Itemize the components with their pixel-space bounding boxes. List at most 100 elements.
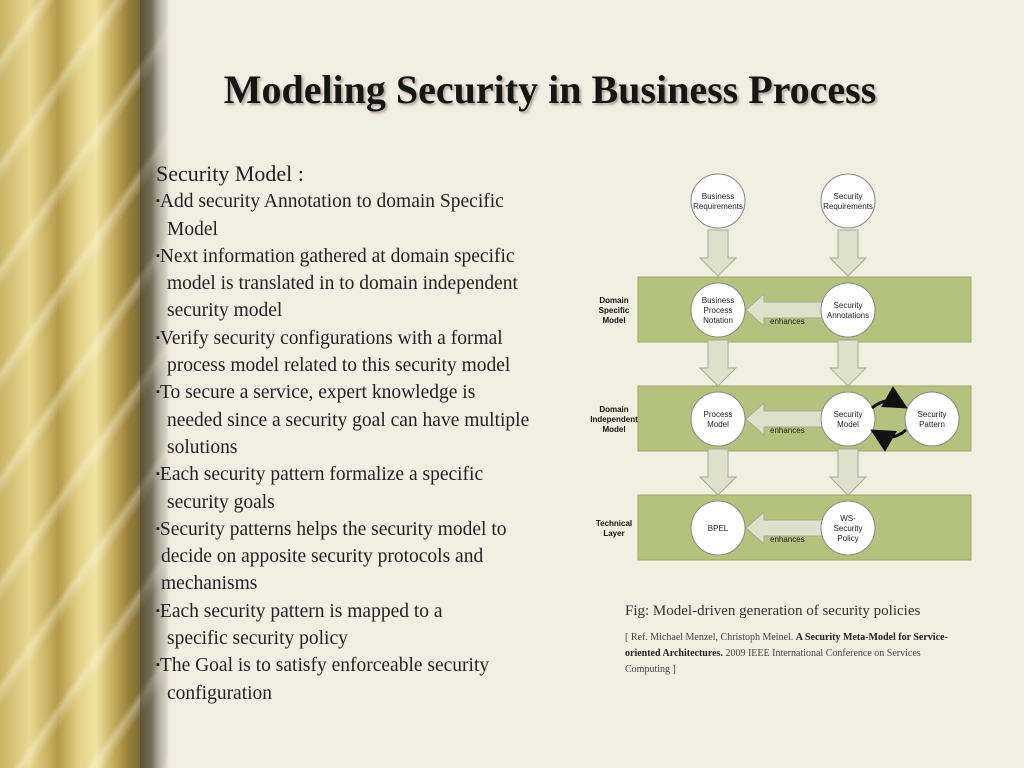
node-layer0-right-label: Security	[834, 301, 863, 310]
node-security-requirements-label: Security	[834, 192, 863, 201]
figure-caption: Fig: Model-driven generation of security…	[625, 603, 921, 619]
bullet-item: ▪The Goal is to satisfy enforceable secu…	[156, 652, 596, 707]
down-arrows	[698, 229, 868, 496]
node-layer1-right-label: Model	[837, 420, 859, 429]
layer-label: Domain	[599, 405, 628, 414]
down-arrow-business-2	[698, 339, 738, 387]
bullet-item: ▪Security patterns helps the security mo…	[156, 516, 596, 598]
bullet-line: Each security pattern formalize a specif…	[159, 464, 484, 486]
node-security-annotations	[820, 282, 876, 338]
bullet-line: configuration	[167, 682, 273, 704]
bullet-line: Verify security configurations with a fo…	[159, 327, 503, 349]
node-layer1-extra-label: Pattern	[919, 420, 945, 429]
bullet-marker-icon: ▪	[156, 468, 160, 481]
down-arrow-security-1	[828, 229, 868, 277]
node-layer2-right-label: Policy	[837, 534, 858, 543]
bullet-line: Each security pattern is mapped to a	[159, 600, 443, 622]
bullet-item: ▪Verify security configurations with a f…	[156, 325, 596, 380]
section-heading: Security Model :	[156, 161, 304, 186]
bullet-line: security goals	[167, 491, 275, 513]
enhances-label-3: enhances	[770, 535, 805, 544]
bullet-line: process model related to this security m…	[167, 355, 511, 377]
bullet-marker-icon: ▪	[156, 249, 160, 262]
curved-arrows	[870, 386, 908, 452]
reference-title: A Security Meta-Model for Service-orient…	[625, 632, 948, 659]
bullet-marker-icon: ▪	[156, 659, 160, 672]
bullet-item: ▪Add security Annotation to domain Speci…	[156, 188, 596, 243]
bullet-line: solutions	[167, 436, 238, 458]
bullet-item: ▪To secure a service, expert knowledge i…	[156, 379, 596, 461]
bullet-line: Security patterns helps the security mod…	[159, 518, 507, 540]
down-arrow-business-3	[698, 448, 738, 496]
reference-suffix: 2009 IEEE International Conference on Se…	[625, 648, 921, 675]
bullet-line: needed since a security goal can have mu…	[167, 409, 530, 431]
node-labels: BusinessRequirementsSecurityRequirements…	[693, 192, 946, 543]
bullet-item: ▪Each security pattern is mapped to a spe…	[156, 598, 596, 653]
bullet-marker-icon: ▪	[156, 604, 160, 617]
node-layer0-left-label: Notation	[703, 316, 733, 325]
node-layer0-left-label: Process	[704, 306, 733, 315]
layer-label: Technical	[596, 519, 632, 528]
down-arrow-business-1	[698, 229, 738, 277]
node-business-requirements	[690, 173, 746, 229]
node-layer1-right-label: Security	[834, 410, 863, 419]
model-driven-diagram: enhances enhances enhances BusinessRequi…	[590, 173, 972, 561]
node-security-pattern	[904, 391, 960, 447]
bullet-marker-icon: ▪	[156, 386, 160, 399]
enhances-arrow-2	[745, 401, 823, 437]
bullet-line: To secure a service, expert knowledge is	[159, 382, 476, 404]
bullet-line: Model	[167, 218, 218, 240]
layer-labels: DomainSpecificModelDomainIndependentMode…	[590, 296, 638, 538]
curved-arrow-to-model	[870, 428, 907, 452]
layer-label: Model	[602, 316, 625, 325]
node-layer0-left-label: Business	[702, 296, 734, 305]
bullet-line: mechanisms	[161, 573, 258, 595]
node-process-model	[690, 391, 746, 447]
slide-title: Modeling Security in Business Process	[223, 67, 877, 112]
bullet-line: Add security Annotation to domain Specif…	[159, 191, 504, 213]
curved-arrow-to-pattern	[871, 386, 908, 410]
node-layer1-extra-label: Security	[918, 410, 947, 419]
node-business-requirements-label: Business	[702, 192, 734, 201]
node-business-requirements-label: Requirements	[693, 202, 743, 211]
node-security-requirements	[820, 173, 876, 229]
bullet-line: specific security policy	[167, 628, 348, 650]
enhances-arrow-3	[745, 510, 823, 546]
layer-label: Domain	[599, 296, 628, 305]
node-layer0-right-label: Annotations	[827, 311, 869, 320]
node-security-requirements-label: Requirements	[823, 202, 873, 211]
bullet-line: security model	[167, 300, 283, 322]
node-layer2-left-label: BPEL	[708, 524, 729, 533]
bullet-marker-icon: ▪	[156, 195, 160, 208]
node-layer2-right-label: Security	[834, 524, 863, 533]
node-security-model	[820, 391, 876, 447]
decorative-band-shadow	[140, 0, 172, 768]
bullet-line: decide on apposite security protocols an…	[161, 546, 484, 568]
node-layer2-right-label: WS-	[840, 514, 856, 523]
figure-reference: [ Ref. Michael Menzel, Christoph Meinel.…	[625, 630, 955, 678]
enhances-arrows	[745, 292, 823, 546]
layer-label: Independent	[590, 415, 638, 424]
bullet-line: model is translated in to domain indepen…	[167, 273, 518, 295]
reference-prefix: [ Ref. Michael Menzel, Christoph Meinel.	[625, 632, 796, 643]
node-layer1-left-label: Process	[704, 410, 733, 419]
layer-label: Layer	[603, 529, 624, 538]
layer-label: Specific	[599, 306, 630, 315]
bullet-item: ▪Next information gathered at domain spe…	[156, 243, 596, 325]
down-arrow-security-2	[828, 339, 868, 387]
layer-label: Model	[602, 425, 625, 434]
bullet-items: ▪Add security Annotation to domain Speci…	[156, 188, 596, 707]
node-ws-security-policy	[820, 500, 876, 556]
node-layer1-left-label: Model	[707, 420, 729, 429]
node-bpel	[690, 500, 746, 556]
down-arrow-security-3	[828, 448, 868, 496]
enhances-arrow-1	[745, 292, 823, 328]
bullet-item: ▪Each security pattern formalize a speci…	[156, 461, 596, 516]
enhances-label-2: enhances	[770, 426, 805, 435]
bullet-marker-icon: ▪	[156, 331, 160, 344]
bullet-line: Next information gathered at domain spec…	[159, 245, 515, 267]
bullet-marker-icon: ▪	[156, 522, 160, 535]
enhances-label-1: enhances	[770, 317, 805, 326]
bullet-list: Security Model : ▪Add security Annotatio…	[156, 160, 596, 707]
node-business-process-notation	[690, 282, 746, 338]
